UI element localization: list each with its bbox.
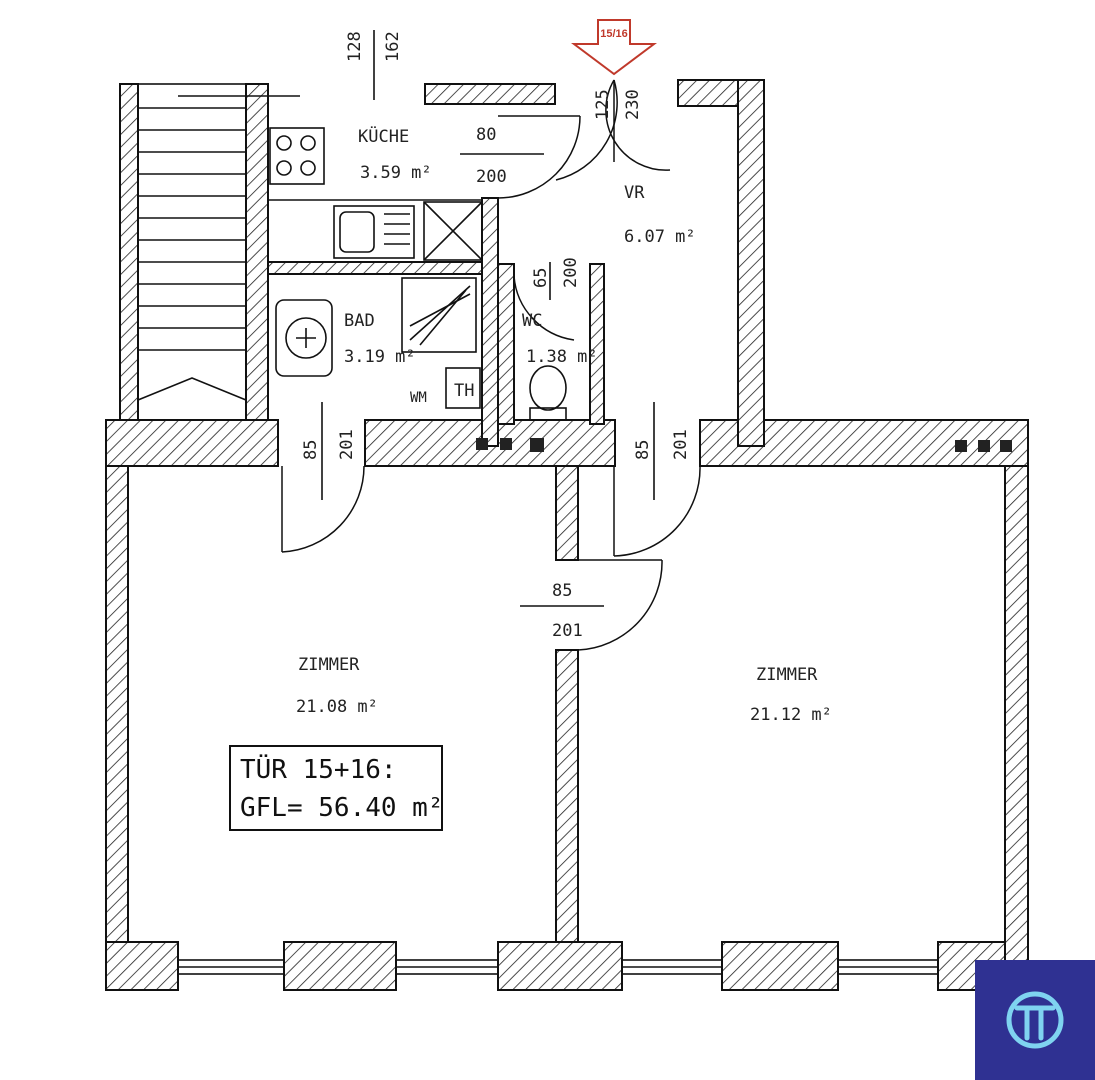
wc-door-height: 200 [561, 257, 581, 288]
labels: 128 162 125 230 KÜCHE 3.59 m² 80 200 VR … [296, 31, 832, 725]
wall-bottom-2 [283, 941, 397, 991]
entrance-arrow: 15/16 [571, 19, 657, 76]
wc-door-width: 65 [531, 268, 551, 288]
entrance-label: 15/16 [600, 28, 628, 40]
entrance-dim-width: 125 [593, 89, 613, 120]
washbasin-icon [275, 299, 333, 377]
wall-partition-lower [555, 649, 579, 943]
room-area-zimmer-left: 21.08 m² [296, 697, 378, 717]
walls [105, 79, 1029, 991]
room-area-bad: 3.19 m² [344, 347, 416, 367]
wall-bottom-4 [721, 941, 839, 991]
wall-mid-left [105, 419, 279, 467]
room-area-vr: 6.07 m² [624, 227, 696, 247]
middle-door-width: 85 [552, 581, 572, 601]
room-name-kueche: KÜCHE [358, 125, 409, 147]
fridge-icon [423, 201, 483, 261]
wall-right [1004, 439, 1029, 991]
bad-door-width: 85 [301, 440, 321, 460]
wall-bath-vr [481, 197, 499, 447]
wall-bottom-1 [105, 941, 179, 991]
stove-icon [269, 127, 325, 185]
staircase [137, 83, 300, 421]
room-name-bad: BAD [344, 311, 375, 331]
company-logo [975, 960, 1095, 1080]
fixtures [268, 127, 1012, 452]
shower-icon [401, 277, 477, 353]
meter-icon [476, 438, 488, 450]
kueche-door-width: 80 [476, 125, 496, 145]
th-label: TH [454, 381, 474, 401]
wm-label: WM [410, 390, 427, 406]
wall-left [105, 419, 129, 991]
arrow-down-icon [571, 19, 657, 76]
th-box [445, 367, 481, 409]
wall-stair-right [245, 83, 269, 421]
wall-wc-left [497, 263, 515, 425]
summary-line-2: GFL= 56.40 m² [240, 793, 444, 823]
top-dim-right: 162 [383, 31, 403, 62]
vr-door-height: 201 [671, 429, 691, 460]
summary-box: TÜR 15+16: GFL= 56.40 m² [229, 745, 444, 831]
wall-kitchen-bath [267, 261, 485, 275]
room-name-vr: VR [624, 183, 645, 203]
wall-partition-upper [555, 465, 579, 561]
entrance-dim-height: 230 [623, 89, 643, 120]
doors [281, 30, 701, 651]
sink-icon [333, 205, 415, 259]
wall-vr-right [737, 79, 765, 447]
kueche-door-height: 200 [476, 167, 507, 187]
room-area-kueche: 3.59 m² [360, 163, 432, 183]
room-name-zimmer-left: ZIMMER [298, 655, 360, 675]
room-name-zimmer-right: ZIMMER [756, 665, 818, 685]
sp-logo-icon [1006, 991, 1064, 1049]
room-area-wc: 1.38 m² [526, 347, 598, 367]
summary-line-1: TÜR 15+16: [240, 753, 397, 785]
wall-stair-left [119, 83, 139, 421]
room-area-zimmer-right: 21.12 m² [750, 705, 832, 725]
room-name-wc: WC [522, 311, 542, 331]
top-dim-left: 128 [345, 31, 365, 62]
wall-top-kitchen [424, 83, 556, 105]
wall-wc-right [589, 263, 605, 425]
wall-bottom-3 [497, 941, 623, 991]
windows [177, 959, 939, 975]
middle-door-height: 201 [552, 621, 583, 641]
bad-door-height: 201 [337, 429, 357, 460]
toilet-icon [529, 365, 567, 411]
vr-door-width: 85 [633, 440, 653, 460]
